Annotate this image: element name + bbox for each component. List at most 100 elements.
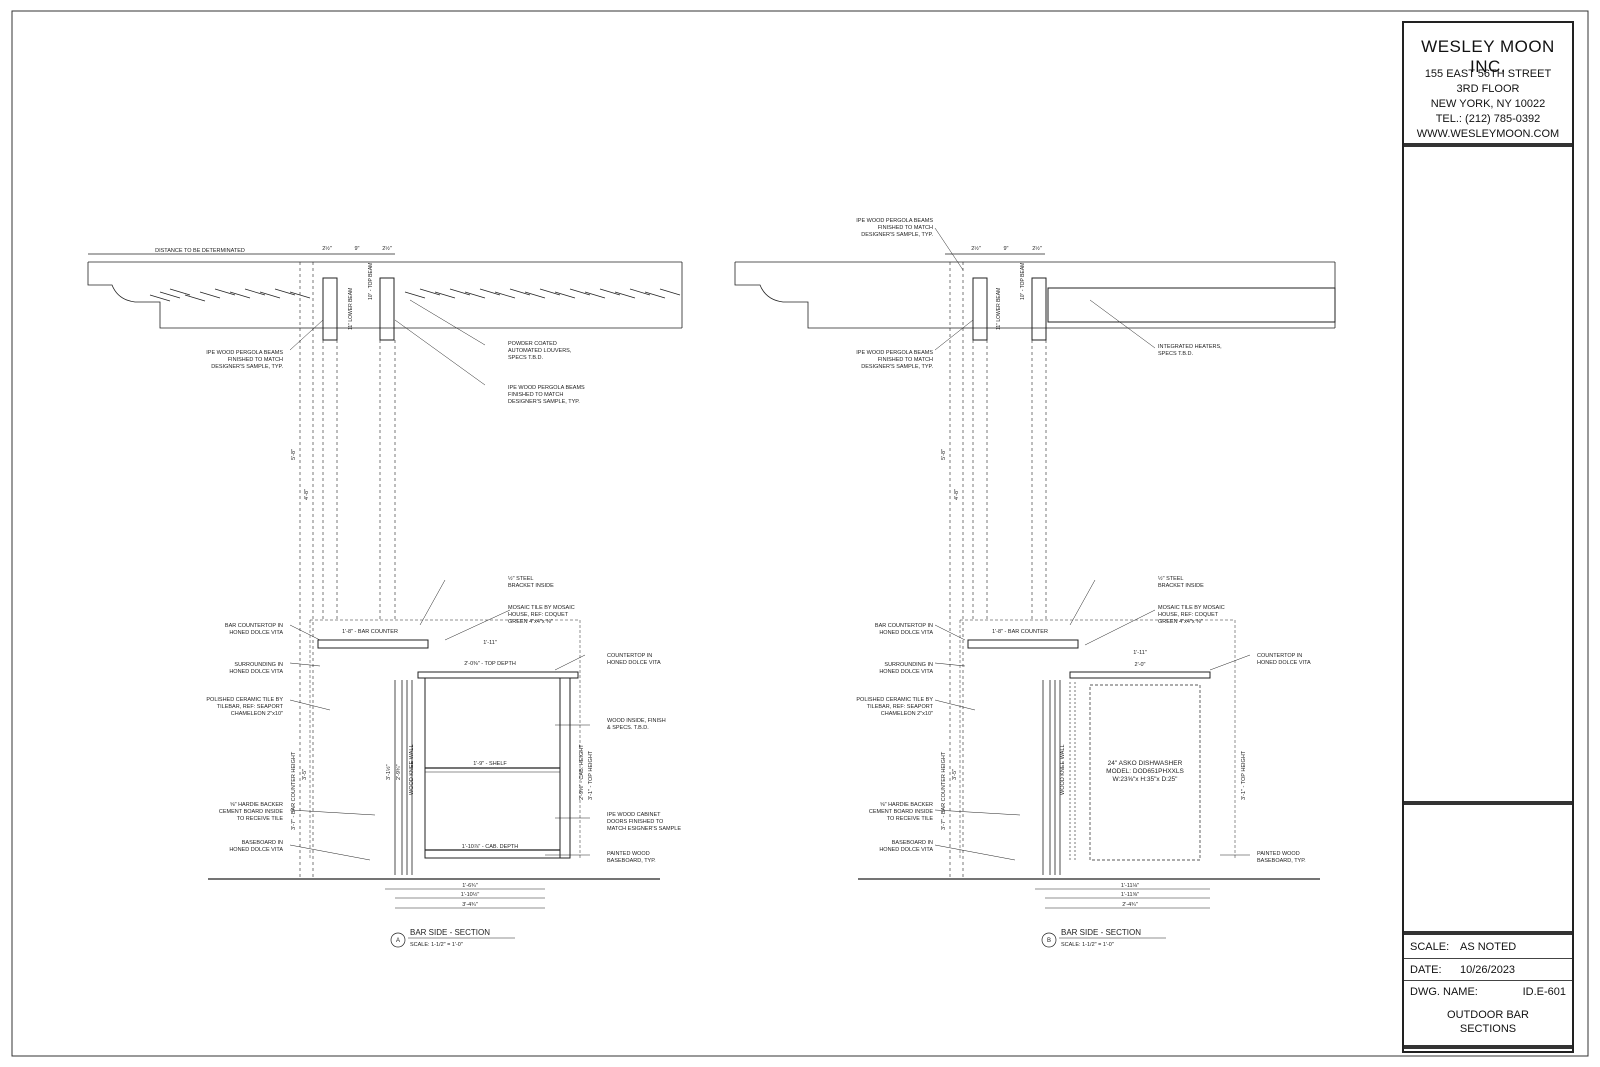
- section-b-note-pergola-top-l2: FINISHED TO MATCH: [878, 225, 933, 231]
- section-a-marker: A: [396, 938, 400, 944]
- section-b-note-countertop-l2: HONED DOLCE VITA: [1257, 660, 1311, 666]
- section-b-note-hardie-l3: TO RECEIVE TILE: [887, 816, 934, 822]
- section-a-bar-counter-height: 3'-7" - BAR COUNTER HEIGHT: [291, 751, 297, 830]
- title-divider-bottom: [1404, 1045, 1572, 1049]
- section-b-bar-counter: 1'-8" - BAR COUNTER: [992, 629, 1048, 635]
- section-a-note-ceramic-l3: CHAMELEON 2"x10": [231, 711, 283, 717]
- section-a-note-wood-inside-l2: & SPECS. T.B.D.: [607, 725, 649, 731]
- section-a-top-dim: DISTANCE TO BE DETERMINATED: [155, 248, 245, 254]
- section-a-note-countertop-l2: HONED DOLCE VITA: [607, 660, 661, 666]
- section-a-top-depth: 2'-0⅜" - TOP DEPTH: [464, 661, 516, 667]
- section-a-dim-4-8: 4'-8": [304, 489, 310, 500]
- section-b-note-surrounding-l1: SURROUNDING IN: [884, 662, 933, 668]
- scale-label: SCALE:: [1410, 941, 1450, 953]
- section-a-note-ceramic-l2: TILEBAR, REF: SEAPORT: [217, 704, 284, 710]
- section-a-note-hardie-l3: TO RECEIVE TILE: [237, 816, 284, 822]
- section-b-note-ceramic-l2: TILEBAR, REF: SEAPORT: [867, 704, 934, 710]
- section-b-note-bar-countertop-l2: HONED DOLCE VITA: [879, 630, 933, 636]
- section-a-note-pergola-2-l1: IPE WOOD PERGOLA BEAMS: [508, 385, 585, 391]
- title-divider-mid: [1404, 801, 1572, 805]
- dwg-value: ID.E-601: [1522, 986, 1566, 998]
- section-a-dim-3-1-half: 3'-1½": [385, 764, 392, 780]
- sheet-border: [11, 10, 1589, 1057]
- section-a-note-louvers-l3: SPECS T.B.D.: [508, 355, 544, 361]
- section-b-note-bracket-l1: ½" STEEL: [1158, 575, 1184, 582]
- section-b-bottom-dim-2: 1'-11⅝": [1121, 892, 1139, 898]
- section-b-dishwasher-l3: W:23⅝"x H:35"x D:25": [1113, 776, 1179, 783]
- section-a-bottom-dim-3: 3'-4¾": [462, 902, 478, 908]
- section-b-scale: SCALE: 1-1/2" = 1'-0": [1061, 942, 1114, 948]
- section-b-bottom-dim-1: 1'-11⅛": [1121, 883, 1139, 889]
- section-a-marker-circle: [390, 932, 406, 948]
- section-a-lower-beam: 11" LOWER BEAM: [348, 288, 354, 330]
- section-a-dim-5-8: 5'-8": [291, 449, 297, 460]
- scale-value: AS NOTED: [1460, 941, 1517, 953]
- section-a-note-louvers-l1: POWDER COATED: [508, 341, 557, 347]
- section-b-note-pergola-1-l1: IPE WOOD PERGOLA BEAMS: [856, 350, 933, 356]
- section-a-bottom-dim-2: 1'-10½": [461, 891, 480, 898]
- section-b-dim-4-8: 4'-8": [954, 489, 960, 500]
- section-b-beam-dim-2: 9": [1003, 246, 1008, 252]
- section-a-note-baseboard-l2: HONED DOLCE VITA: [229, 847, 283, 853]
- section-b-title: BAR SIDE - SECTION: [1061, 928, 1141, 937]
- section-b-knee-wall: WOOD KNEE WALL: [1060, 744, 1066, 795]
- section-a-note-mosaic-l1: MOSAIC TILE BY MOSAIC: [508, 605, 575, 611]
- section-a-top-height: 3'-1" - TOP HEIGHT: [588, 750, 594, 800]
- address-line-1: 155 EAST 56TH STREET: [1424, 68, 1552, 80]
- section-b-note-bar-countertop-l1: BAR COUNTERTOP IN: [875, 623, 933, 629]
- title-divider-info: [1404, 931, 1572, 935]
- section-a-note-bar-countertop-l2: HONED DOLCE VITA: [229, 630, 283, 636]
- section-a-note-mosaic-l2: HOUSE, REF: COQUET: [508, 612, 569, 618]
- section-b-dim-2-0: 2'-0": [1135, 662, 1146, 668]
- section-b-note-pergola-top-l3: DESIGNER'S SAMPLE, TYP.: [861, 232, 933, 238]
- section-a-note-mosaic-l3: GREEN 4"x4"x ⅜": [508, 619, 553, 625]
- section-a-dim-2-9: 2'-9¾": [396, 764, 402, 780]
- section-b-dishwasher-l2: MODEL: DOD651PHXXLS: [1106, 768, 1184, 775]
- section-b-bar-counter-height: 3'-7" - BAR COUNTER HEIGHT: [941, 751, 947, 830]
- section-b-note-baseboard-l1: BASEBOARD IN: [892, 840, 933, 846]
- section-b-note-countertop-l1: COUNTERTOP IN: [1257, 653, 1302, 659]
- sheet-title-line-2: SECTIONS: [1459, 1023, 1517, 1035]
- date-divider: [1404, 980, 1572, 981]
- section-a-note-surrounding-l2: HONED DOLCE VITA: [229, 669, 283, 675]
- section-a-dim-3-5: 3'-5": [302, 769, 308, 780]
- address-line-3: NEW YORK, NY 10022: [1430, 98, 1546, 110]
- section-b: 2½" 9" 2½" 11" LOWER BEAM 10" - TOP BEAM…: [734, 218, 1336, 948]
- section-a-note-bracket-l2: BRACKET INSIDE: [508, 583, 554, 589]
- section-a-knee-wall: WOOD KNEE WALL: [409, 744, 415, 795]
- date-value: 10/26/2023: [1460, 964, 1516, 976]
- section-a-note-louvers-l2: AUTOMATED LOUVERS,: [508, 348, 572, 354]
- section-a-note-pergola-1-l2: FINISHED TO MATCH: [228, 357, 283, 363]
- scale-divider: [1404, 958, 1572, 959]
- section-a-note-bar-countertop-l1: BAR COUNTERTOP IN: [225, 623, 283, 629]
- section-b-note-ceramic-l3: CHAMELEON 2"x10": [881, 711, 933, 717]
- section-b-top-height: 3'-1" - TOP HEIGHT: [1241, 750, 1247, 800]
- section-b-dim-1-11: 1'-11": [1133, 650, 1147, 656]
- section-b-note-hardie-l1: ⅝" HARDIE BACKER: [880, 802, 933, 808]
- address-line-4: TEL.: (212) 785-0392: [1435, 113, 1541, 125]
- section-a-note-countertop-l1: COUNTERTOP IN: [607, 653, 652, 659]
- section-b-lower-beam: 11" LOWER BEAM: [996, 288, 1002, 330]
- section-b-marker-circle: [1041, 932, 1057, 948]
- section-b-note-heaters-l1: INTEGRATED HEATERS,: [1158, 344, 1222, 350]
- section-a-note-surrounding-l1: SURROUNDING IN: [234, 662, 283, 668]
- section-a-bar-counter: 1'-8" - BAR COUNTER: [342, 629, 398, 635]
- section-a-top-beam: 10" - TOP BEAM: [368, 263, 374, 300]
- section-b-note-pergola-1-l2: FINISHED TO MATCH: [878, 357, 933, 363]
- section-a-dim-1-11: 1'-11": [483, 640, 497, 646]
- section-a-note-cabinet-doors-l2: DOORS FINISHED TO: [607, 819, 664, 825]
- dwg-label: DWG. NAME:: [1410, 986, 1478, 998]
- section-a-scale: SCALE: 1-1/2" = 1'-0": [410, 942, 463, 948]
- section-b-bottom-dim-3: 2'-4¾": [1122, 902, 1138, 908]
- section-a-note-baseboard-l1: BASEBOARD IN: [242, 840, 283, 846]
- section-a-bottom-dim-1: 1'-6¾": [462, 883, 478, 889]
- section-a-note-wood-inside-l1: WOOD INSIDE, FINISH: [607, 718, 666, 724]
- section-a-note-pergola-1-l3: DESIGNER'S SAMPLE, TYP.: [211, 364, 283, 370]
- section-a-note-painted-base-l1: PAINTED WOOD: [607, 851, 650, 857]
- section-a-note-hardie-l2: CEMENT BOARD INSIDE: [219, 809, 283, 815]
- section-b-note-pergola-top-l1: IPE WOOD PERGOLA BEAMS: [856, 218, 933, 224]
- section-b-dishwasher-l1: 24" ASKO DISHWASHER: [1108, 760, 1183, 767]
- date-label: DATE:: [1410, 964, 1442, 976]
